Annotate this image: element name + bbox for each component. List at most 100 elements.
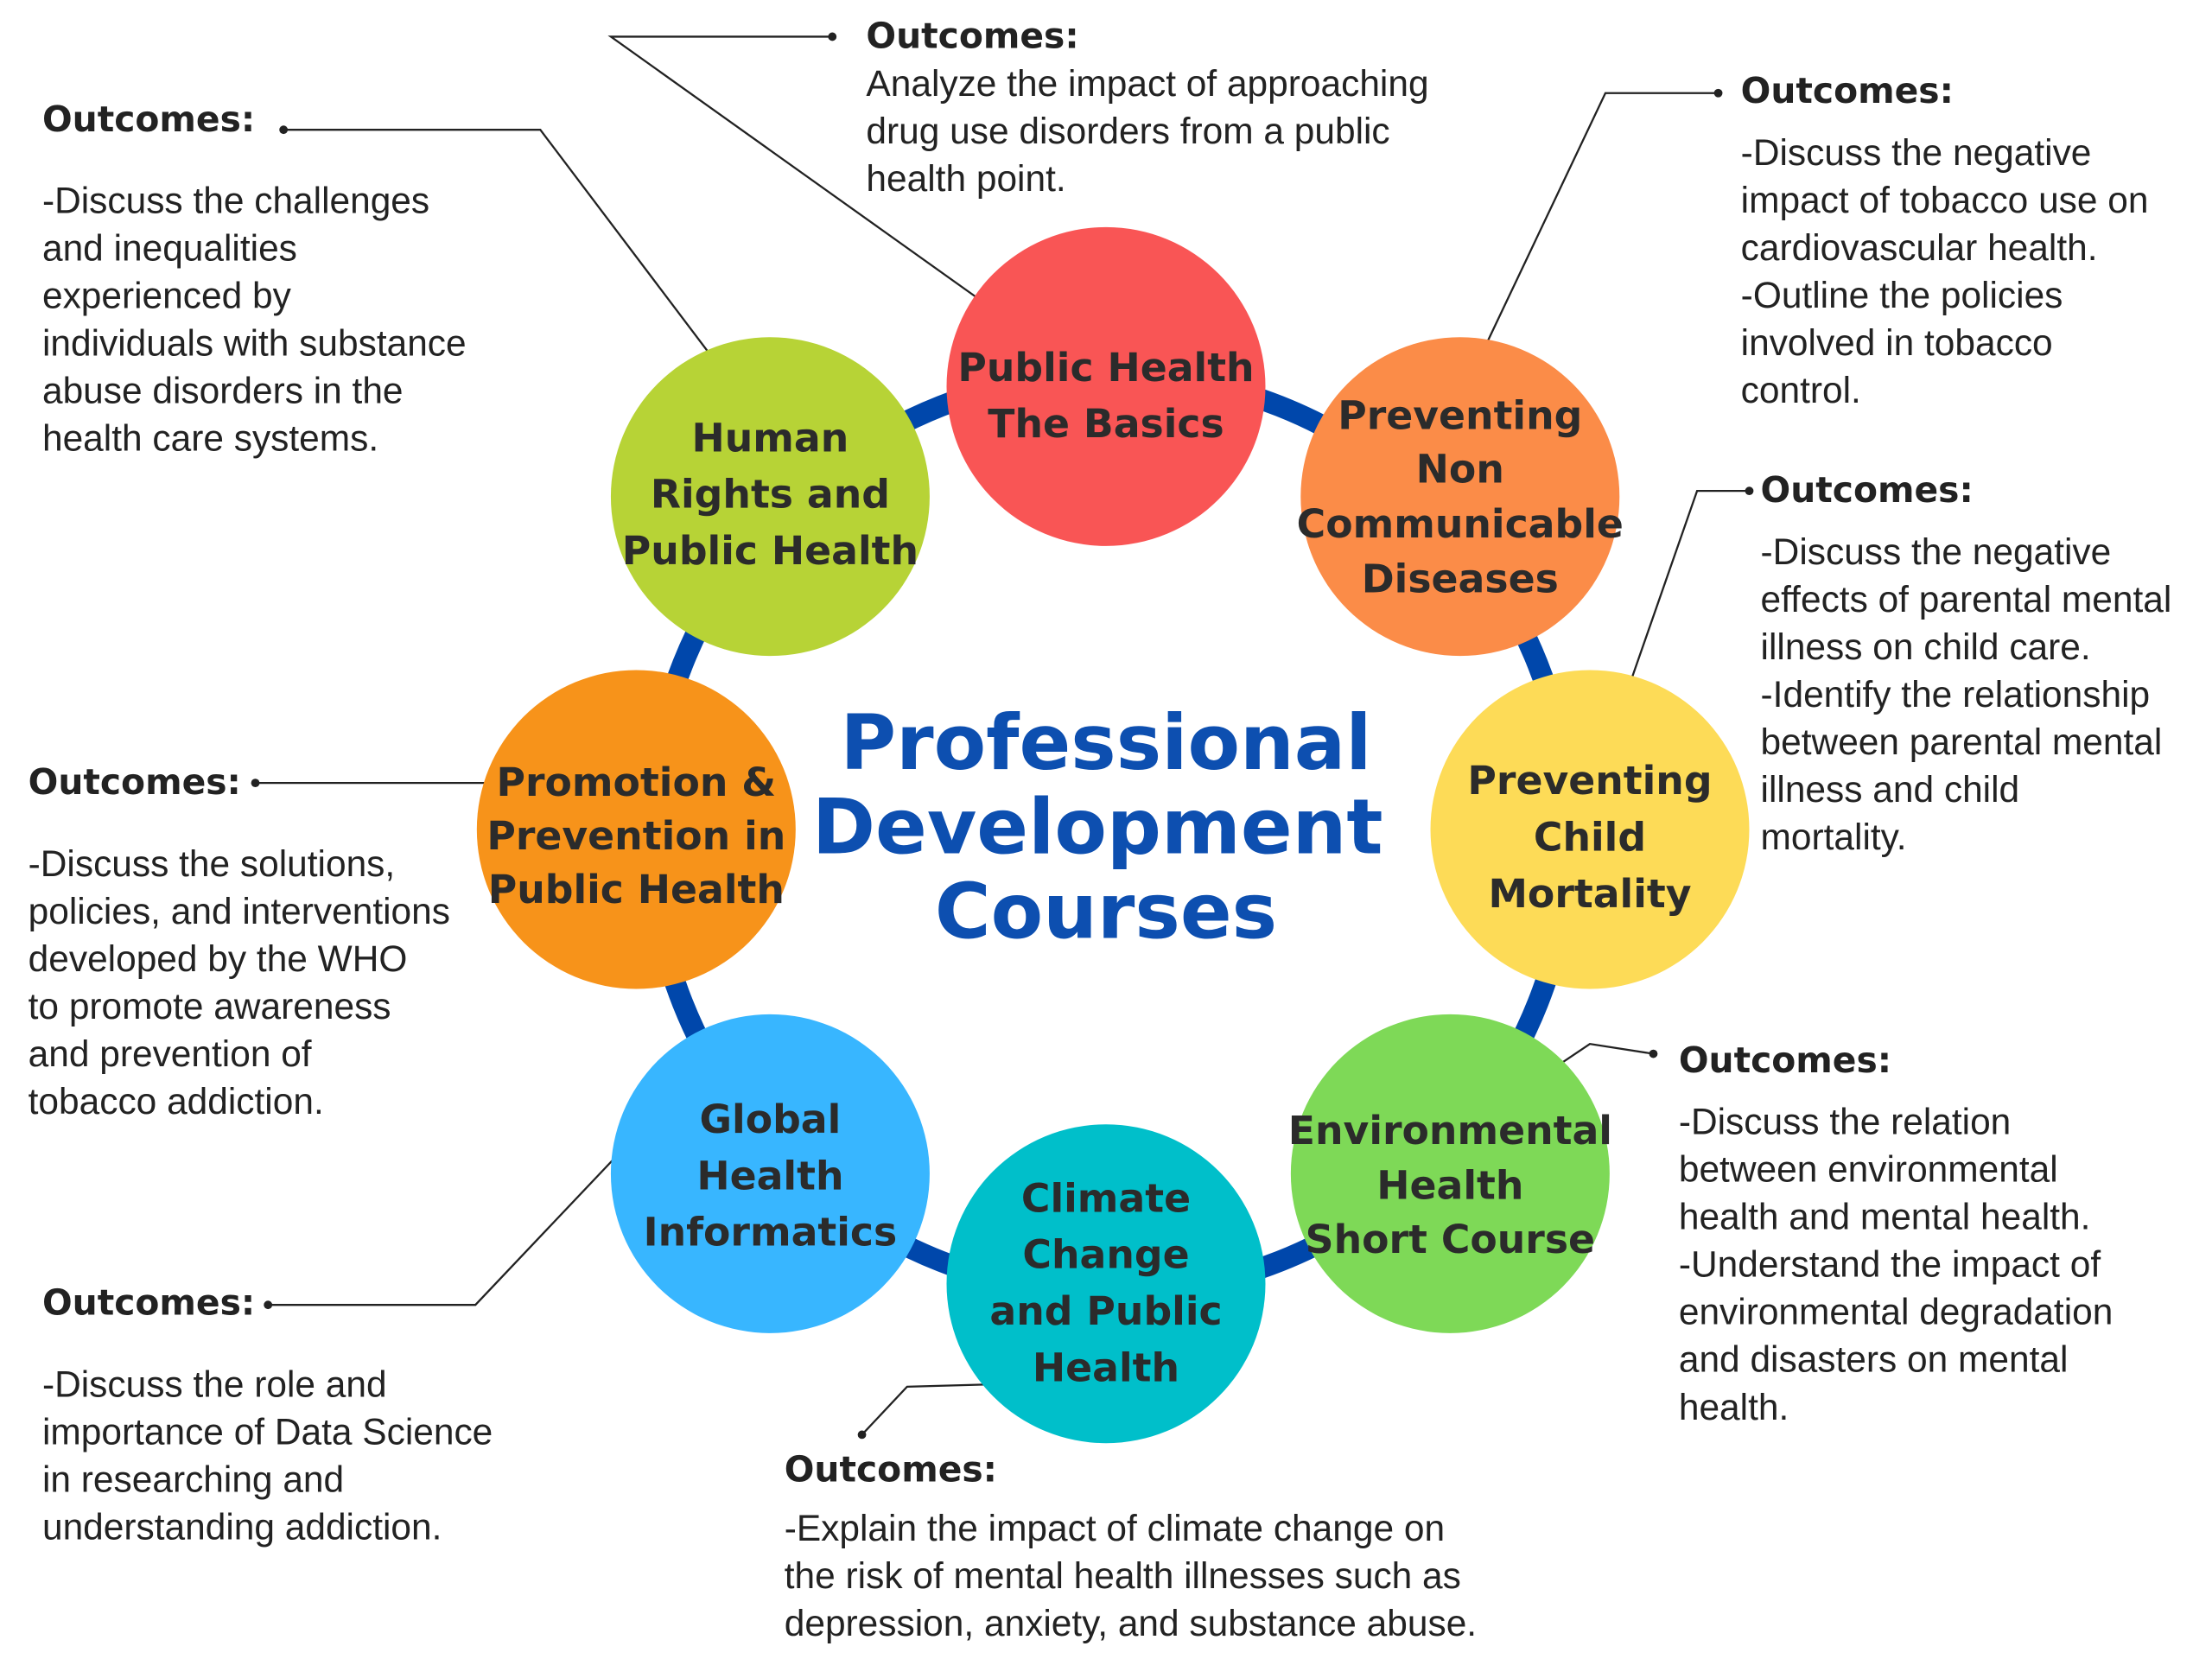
outcome-text: Analyze the impact of approaching xyxy=(866,63,1428,104)
outcome-text: tobacco addiction. xyxy=(29,1081,324,1122)
outcome-text: health care systems. xyxy=(42,418,378,459)
connector-dot xyxy=(279,125,289,135)
outcome-block: Outcomes: -Explain the impact of climate … xyxy=(785,1448,1477,1643)
outcome-text: understanding addiction. xyxy=(42,1506,442,1547)
outcome-text: environmental degradation xyxy=(1679,1292,2113,1332)
outcome-text: drug use disorders from a public xyxy=(866,111,1389,151)
outcome-text: illness on child care. xyxy=(1761,626,2091,667)
course-label: Health xyxy=(1033,1344,1179,1390)
outcome-block: Outcomes: -Discuss the role and importance… xyxy=(42,1282,493,1548)
course-label: The Basics xyxy=(988,401,1224,447)
course-label: Non xyxy=(1416,446,1504,492)
course-label: Rights and xyxy=(651,472,890,518)
course-label: Mortality xyxy=(1488,871,1691,917)
outcome-heading: Outcomes: xyxy=(785,1448,997,1490)
course-label: Preventing xyxy=(1467,758,1712,804)
outcome-text: developed by the WHO xyxy=(29,938,408,979)
outcome-text: illness and child xyxy=(1761,769,2020,810)
outcome-text: depression, anxiety, and substance abuse… xyxy=(785,1603,1477,1643)
course-label: Preventing xyxy=(1338,392,1582,438)
course-circle xyxy=(476,670,796,989)
course-label: Public Health xyxy=(488,867,785,912)
outcome-text: -Discuss the negative xyxy=(1761,531,2112,572)
course-label: Child xyxy=(1534,814,1646,860)
course-label: Climate xyxy=(1021,1175,1191,1221)
connector-dot xyxy=(264,1300,273,1310)
course-label: Promotion & xyxy=(496,760,776,805)
outcome-text: importance of Data Science xyxy=(42,1411,493,1452)
outcome-heading: Outcomes: xyxy=(42,99,255,140)
connector-dot xyxy=(251,779,260,788)
outcome-text: health point. xyxy=(866,158,1065,199)
course-label: Change xyxy=(1022,1232,1189,1278)
course-circle xyxy=(610,1014,930,1333)
outcome-text: in researching and xyxy=(42,1459,344,1499)
outcome-text: health and mental health. xyxy=(1679,1197,2091,1237)
outcome-text: and disasters on mental xyxy=(1679,1339,2069,1380)
outcome-text: between parental mental xyxy=(1761,721,2163,762)
outcome-block: Outcomes: -Discuss the relation between en… xyxy=(1679,1039,2113,1427)
outcome-text: -Discuss the solutions, xyxy=(29,843,396,884)
outcome-text: individuals with substance xyxy=(42,323,467,364)
outcome-text: -Discuss the negative xyxy=(1741,132,2092,173)
course-label: Public Health xyxy=(957,345,1254,391)
course-label: Health xyxy=(1376,1163,1523,1209)
connector-dot xyxy=(1649,1049,1658,1058)
outcome-text: -Understand the impact of xyxy=(1679,1244,2101,1285)
course-label: Short Course xyxy=(1306,1217,1595,1262)
connector-line xyxy=(1621,490,1750,706)
outcome-heading: Outcomes: xyxy=(866,16,1078,57)
course-label: Health xyxy=(696,1153,843,1198)
outcome-text: -Outline the policies xyxy=(1741,275,2063,315)
course-circle xyxy=(946,1124,1266,1444)
outcome-text: between environmental xyxy=(1679,1149,2058,1190)
course-circle xyxy=(1430,670,1750,989)
outcome-text: health. xyxy=(1679,1387,1789,1427)
outcome-heading: Outcomes: xyxy=(29,761,241,803)
title-line: Professional xyxy=(840,698,1371,787)
outcome-text: effects of parental mental xyxy=(1761,579,2172,620)
outcome-heading: Outcomes: xyxy=(42,1282,255,1324)
outcome-text: experienced by xyxy=(42,276,292,316)
outcome-text: the risk of mental health illnesses such… xyxy=(785,1555,1461,1596)
course-label: and Public xyxy=(989,1288,1222,1334)
outcome-block: Outcomes: Analyze the impact of approachi… xyxy=(866,16,1428,200)
outcome-block: Outcomes:-Discuss the solutions,policies… xyxy=(29,761,450,1122)
course-node: Promotion & Prevention in Public Health xyxy=(476,670,796,989)
outcome-text: abuse disorders in the xyxy=(42,371,404,411)
title-line: Courses xyxy=(935,868,1277,957)
outcome-text: -Discuss the relation xyxy=(1679,1102,2011,1142)
outcome-text: -Identify the relationship xyxy=(1761,674,2151,715)
outcome-heading: Outcomes: xyxy=(1761,469,1974,511)
outcome-text: control. xyxy=(1741,370,1861,410)
outcome-block: Outcomes: -Discuss the negative effects of… xyxy=(1761,469,2172,857)
title-line: Development xyxy=(812,783,1383,872)
outcome-text: mortality. xyxy=(1761,817,1907,857)
outcome-text: -Discuss the role and xyxy=(42,1363,387,1404)
outcome-text: and prevention of xyxy=(29,1033,312,1074)
connector-dot xyxy=(1745,486,1754,496)
connector-dot xyxy=(828,32,837,41)
course-label: Diseases xyxy=(1362,556,1559,602)
course-circle xyxy=(946,226,1266,546)
course-label: Environmental xyxy=(1288,1108,1612,1154)
course-label: Prevention in xyxy=(486,813,785,859)
outcome-heading: Outcomes: xyxy=(1679,1039,1891,1081)
outcome-text: involved in tobacco xyxy=(1741,322,2053,363)
outcome-text: -Explain the impact of climate change on xyxy=(785,1508,1445,1548)
connector-dot xyxy=(1713,88,1723,98)
course-circle xyxy=(1290,1014,1610,1333)
connector-line xyxy=(861,1382,1007,1436)
outcome-text: to promote awareness xyxy=(29,986,391,1027)
course-label: Global xyxy=(700,1096,842,1142)
